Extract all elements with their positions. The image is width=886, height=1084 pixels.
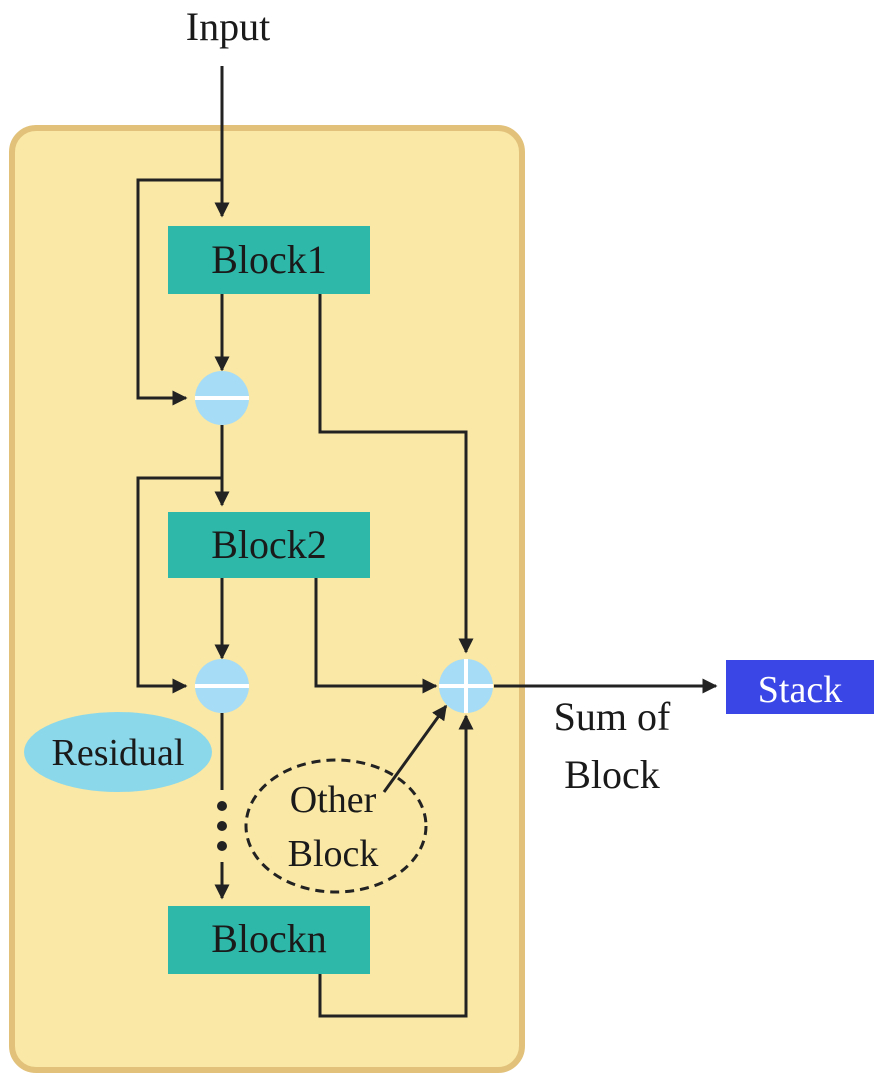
other-block-node: Other Block <box>244 758 428 894</box>
connections <box>136 66 718 1018</box>
sum-of-block-label-line2: Block <box>564 752 660 797</box>
other-block-label-line2: Block <box>288 833 379 875</box>
residual-badge: Residual <box>24 712 212 792</box>
block2-box: Block2 <box>168 512 370 578</box>
ellipsis-dots <box>217 801 227 851</box>
subtract-icon <box>195 659 249 713</box>
blockn-box: Blockn <box>168 906 370 974</box>
block1-label: Block1 <box>211 237 327 282</box>
subtract-icon <box>195 371 249 425</box>
block1-box: Block1 <box>168 226 370 294</box>
sum-of-block-label-line1: Sum of <box>554 694 671 739</box>
blockn-label: Blockn <box>211 916 327 961</box>
other-block-label-line1: Other <box>290 779 377 821</box>
block2-label: Block2 <box>211 522 327 567</box>
residual-label: Residual <box>52 732 185 774</box>
input-label: Input <box>186 4 270 49</box>
stack-box: Stack <box>726 660 874 714</box>
stack-label: Stack <box>758 669 842 711</box>
add-icon <box>439 659 493 713</box>
